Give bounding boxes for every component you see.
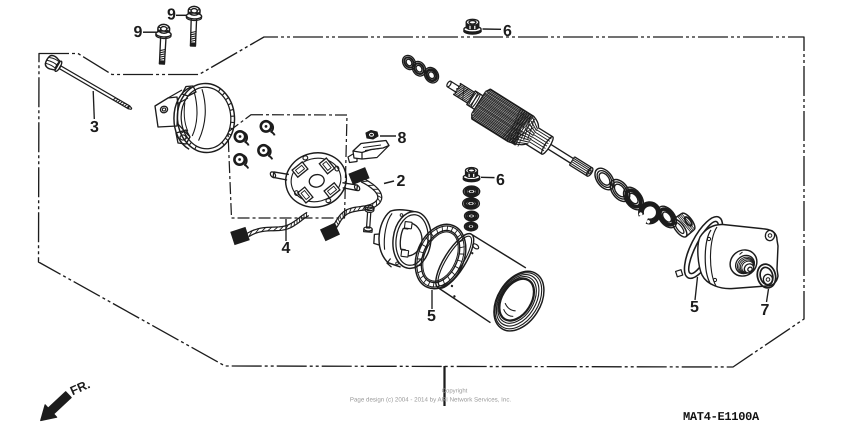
svg-text:7: 7 [761, 302, 770, 319]
svg-text:6: 6 [496, 172, 505, 189]
svg-text:8: 8 [398, 130, 407, 147]
svg-text:5: 5 [690, 299, 699, 316]
svg-text:Page design (c) 2004 - 2014 by: Page design (c) 2004 - 2014 by ARI Netwo… [350, 397, 512, 404]
svg-text:3: 3 [90, 119, 99, 136]
svg-text:9: 9 [134, 24, 143, 41]
svg-text:4: 4 [282, 240, 291, 257]
svg-text:Copyright: Copyright [442, 388, 468, 395]
svg-text:2: 2 [397, 173, 406, 190]
svg-text:9: 9 [167, 7, 176, 24]
svg-text:MAT4-E1100A: MAT4-E1100A [683, 410, 760, 424]
svg-text:5: 5 [427, 308, 436, 325]
svg-text:6: 6 [503, 23, 512, 40]
